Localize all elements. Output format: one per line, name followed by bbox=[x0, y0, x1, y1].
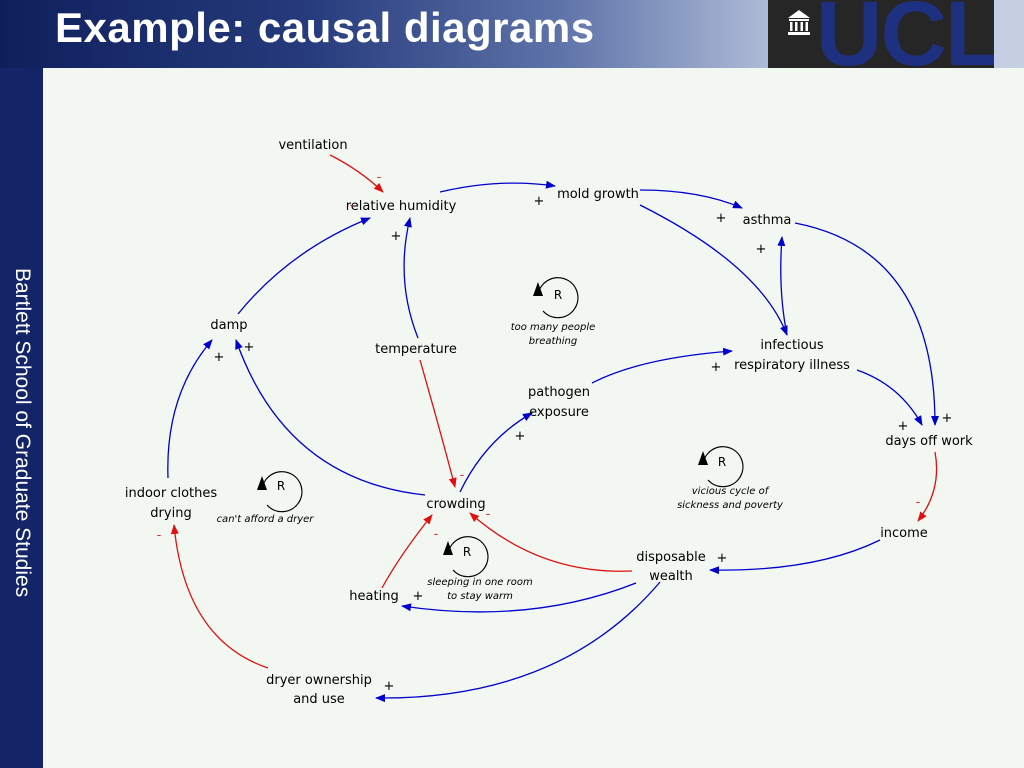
link-wealth-heating bbox=[401, 582, 637, 613]
node-indoor-line2: drying bbox=[150, 506, 191, 521]
node-disposable-line1: disposable bbox=[636, 550, 705, 565]
link-infectious-daysoff bbox=[856, 369, 923, 426]
node-indoor-line1: indoor clothes bbox=[125, 486, 218, 501]
node-crowding: crowding bbox=[426, 497, 485, 512]
loop-caption: to stay warm bbox=[447, 591, 513, 602]
node-infectious-line1: infectious bbox=[760, 338, 823, 353]
sign-plus: + bbox=[716, 211, 727, 226]
node-mold-growth: mold growth bbox=[557, 187, 639, 202]
node-ventilation: ventilation bbox=[278, 138, 347, 153]
node-asthma: asthma bbox=[743, 213, 792, 228]
node-dryer-line2: and use bbox=[293, 692, 345, 707]
loop-marker-poverty bbox=[698, 446, 744, 488]
sign-plus: + bbox=[515, 429, 526, 444]
sign-minus: - bbox=[377, 170, 382, 185]
node-temperature: temperature bbox=[375, 342, 457, 357]
sidebar: Bartlett School of Graduate Studies bbox=[0, 68, 43, 768]
loop-caption: breathing bbox=[529, 336, 577, 347]
causal-diagram: R R R R too many people breathing viciou… bbox=[125, 138, 973, 707]
sign-plus: + bbox=[384, 679, 395, 694]
sign-plus: + bbox=[214, 350, 225, 365]
sign-plus: + bbox=[413, 589, 424, 604]
node-infectious-line2: respiratory illness bbox=[734, 358, 850, 373]
link-damp-humidity bbox=[237, 217, 371, 315]
ucl-logo-text: UCL bbox=[816, 0, 994, 68]
sign-minus: - bbox=[460, 468, 465, 483]
link-daysoff-income bbox=[917, 451, 938, 522]
sign-minus: - bbox=[916, 495, 921, 510]
link-wealth-crowding bbox=[469, 512, 633, 572]
link-dryer-indoor bbox=[170, 524, 269, 669]
sign-minus: - bbox=[157, 528, 162, 543]
sign-plus: + bbox=[711, 360, 722, 375]
node-damp: damp bbox=[210, 318, 247, 333]
link-mold-asthma bbox=[639, 189, 743, 209]
loop-symbol: R bbox=[554, 288, 562, 302]
sign-plus: + bbox=[942, 411, 953, 426]
node-days-off-work: days off work bbox=[885, 434, 973, 449]
slide-title: Example: causal diagrams bbox=[55, 4, 595, 51]
sign-plus: + bbox=[391, 229, 402, 244]
sign-plus: + bbox=[898, 419, 909, 434]
loop-caption: sleeping in one room bbox=[427, 577, 533, 588]
link-humidity-mold bbox=[439, 180, 556, 193]
link-pathogen-infectious bbox=[591, 347, 733, 384]
sign-minus: - bbox=[486, 507, 491, 522]
sign-plus: + bbox=[534, 194, 545, 209]
link-temperature-humidity bbox=[403, 217, 419, 339]
link-heating-crowding bbox=[381, 514, 433, 589]
link-temperature-crowding bbox=[419, 359, 457, 488]
ucl-logo: UCL bbox=[768, 0, 994, 68]
sidebar-text: Bartlett School of Graduate Studies bbox=[11, 268, 34, 598]
portico-icon bbox=[788, 10, 810, 35]
loop-caption: sickness and poverty bbox=[677, 500, 784, 511]
node-dryer-line1: dryer ownership bbox=[266, 673, 372, 688]
node-pathogen-line1: pathogen bbox=[528, 385, 590, 400]
slide-header: Example: causal diagrams UCL bbox=[0, 0, 1024, 68]
loop-caption: can't afford a dryer bbox=[217, 514, 315, 525]
sign-minus: - bbox=[350, 198, 355, 213]
loop-symbol: R bbox=[463, 545, 471, 559]
node-heating: heating bbox=[349, 589, 398, 604]
link-ventilation-humidity bbox=[329, 154, 384, 193]
loop-symbol: R bbox=[718, 455, 726, 469]
link-wealth-dryer bbox=[375, 581, 661, 703]
node-disposable-line2: wealth bbox=[649, 569, 693, 584]
link-indoor-damp bbox=[167, 339, 213, 479]
link-income-wealth bbox=[709, 539, 881, 575]
node-relative-humidity: relative humidity bbox=[346, 199, 457, 214]
loop-caption: vicious cycle of bbox=[692, 486, 770, 497]
sign-plus: + bbox=[244, 340, 255, 355]
node-income: income bbox=[880, 526, 928, 541]
sign-plus: + bbox=[717, 551, 728, 566]
node-pathogen-line2: exposure bbox=[529, 405, 589, 420]
loop-marker-breathing bbox=[533, 277, 579, 319]
link-crowding-damp bbox=[235, 339, 426, 496]
link-crowding-pathogen bbox=[459, 412, 533, 493]
loop-caption: too many people bbox=[511, 322, 596, 333]
sign-minus: - bbox=[434, 527, 439, 542]
loop-marker-warm bbox=[443, 536, 489, 578]
sign-plus: + bbox=[756, 242, 767, 257]
link-infectious-asthma bbox=[777, 236, 788, 336]
loop-marker-dryer bbox=[257, 471, 303, 513]
link-mold-infectious bbox=[639, 204, 788, 336]
link-asthma-daysoff bbox=[794, 222, 939, 426]
loop-symbol: R bbox=[277, 479, 285, 493]
